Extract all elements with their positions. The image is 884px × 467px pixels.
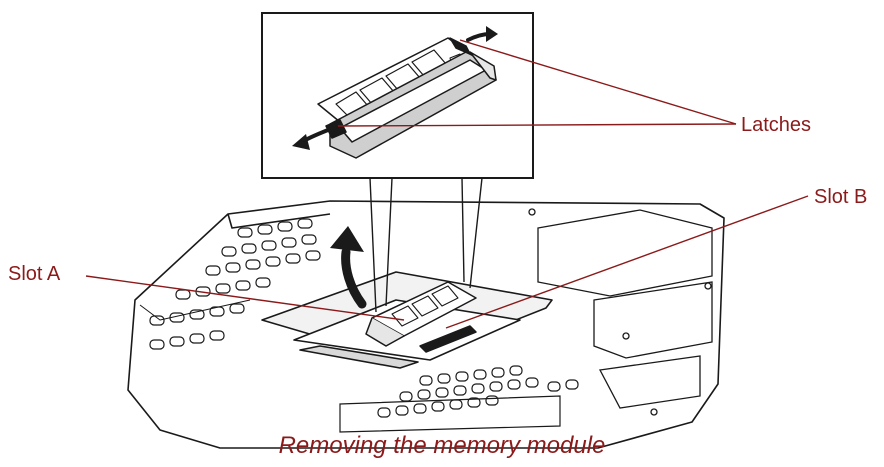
slot-b-label: Slot B (814, 186, 868, 208)
detail-inset (261, 12, 534, 179)
left-vents (149, 218, 321, 350)
lift-arrow (330, 226, 367, 309)
bottom-vents (339, 365, 579, 433)
figure-caption: Removing the memory module (278, 432, 606, 459)
slot-a-line (85, 275, 405, 321)
latches-line-upper (459, 39, 737, 125)
callout-lines (85, 39, 809, 329)
slot-a-label: Slot A (8, 263, 61, 285)
latch-arrow-left (292, 128, 330, 150)
installed-memory-module (365, 281, 477, 353)
zoom-funnel (369, 177, 483, 313)
right-panels (528, 208, 713, 416)
latches-label: Latches (741, 114, 812, 136)
latch-arrow-right (466, 26, 498, 42)
slot-b-line (445, 195, 809, 329)
latches-line-lower (337, 123, 737, 127)
